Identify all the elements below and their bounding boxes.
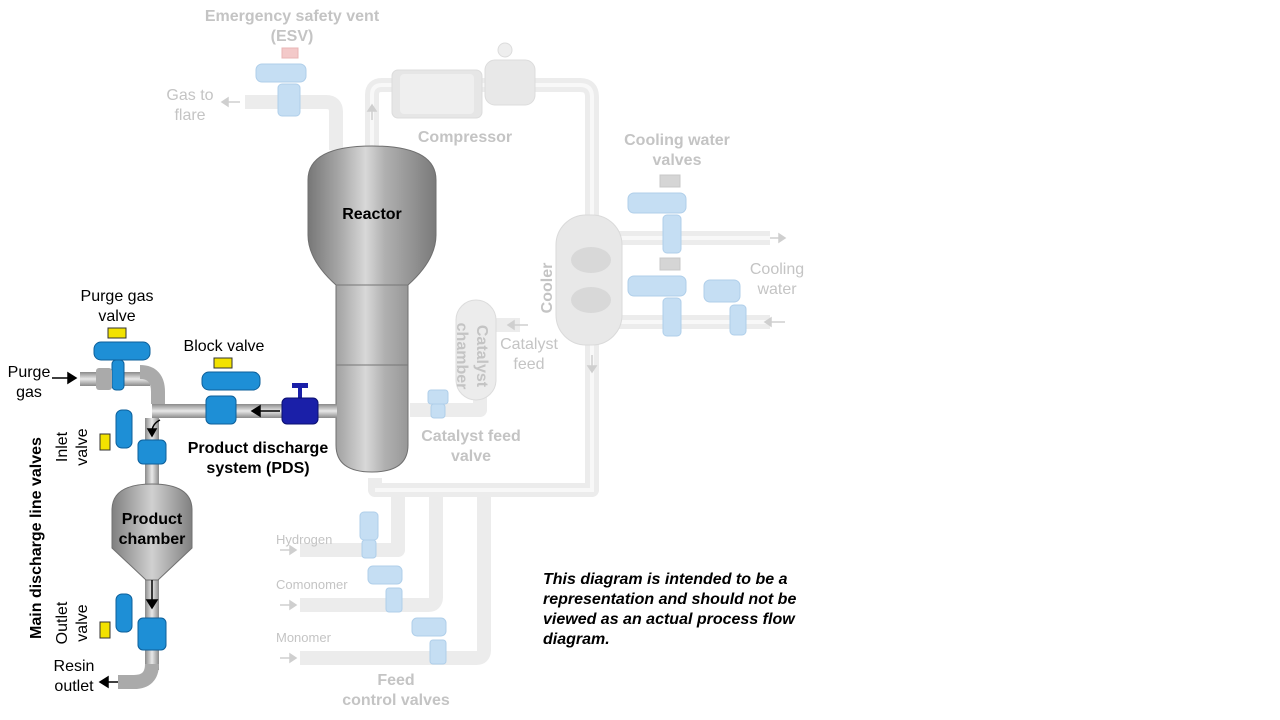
esv-label-line1: Emergency safety vent <box>204 8 380 25</box>
main-discharge-label: Main discharge line valves <box>28 437 45 639</box>
compressor <box>391 42 536 119</box>
comonomer-label: Comonomer <box>276 577 348 592</box>
faded-valves <box>255 47 747 665</box>
cooler-label: Cooler <box>539 262 556 314</box>
pds-line2: system (PDS) <box>206 460 310 477</box>
purge-gas-line2: gas <box>16 384 42 401</box>
pds-arrows <box>52 371 280 689</box>
purge-gas-valve <box>93 327 151 391</box>
reactor-block-valve <box>281 383 319 425</box>
cooling-water-valves-label: Cooling water valves <box>612 131 742 171</box>
purge-gas-valve-line1: Purge gas <box>80 288 154 305</box>
cooling-water-valves-line2: valves <box>652 152 702 169</box>
cooling-water-valves-line1: Cooling water <box>624 132 730 149</box>
catalyst-feed-valve-line1: Catalyst feed <box>421 428 521 445</box>
reactor-label: Reactor <box>342 206 402 223</box>
feed-control-line1: Feed <box>377 672 415 689</box>
block-valve-label: Block valve <box>183 338 265 355</box>
inlet-valve-line2: valve <box>74 428 91 466</box>
cooling-water-line1: Cooling <box>749 261 805 278</box>
product-chamber-line1: Product <box>121 511 183 528</box>
block-valve <box>201 357 261 425</box>
inlet-valve-line1: Inlet <box>54 431 71 463</box>
product-chamber <box>111 483 193 581</box>
inlet-valve <box>99 409 167 465</box>
catalyst-feed-line2: feed <box>513 356 545 373</box>
product-chamber-label: Product chamber <box>108 510 196 550</box>
catalyst-chamber <box>455 299 497 401</box>
pds-line1: Product discharge <box>187 440 329 457</box>
hydrogen-label: Hydrogen <box>276 532 333 547</box>
catalyst-feed-valve-label: Catalyst feed valve <box>410 427 532 467</box>
feed-control-line2: control valves <box>342 692 450 709</box>
esv-label: Emergency safety vent (ESV) <box>194 7 390 47</box>
gas-to-flare-label: Gas to flare <box>160 86 220 126</box>
reactor <box>307 145 437 473</box>
catalyst-chamber-line2: chamber <box>453 322 470 390</box>
outlet-valve-line1: Outlet <box>54 601 71 645</box>
product-chamber-line2: chamber <box>118 531 186 548</box>
outlet-valve-line2: valve <box>74 604 91 642</box>
cooling-water-label: Cooling water <box>742 260 812 300</box>
purge-gas-valve-label: Purge gas valve <box>70 287 164 327</box>
compressor-label: Compressor <box>417 129 513 146</box>
monomer-label: Monomer <box>276 630 331 645</box>
resin-outlet-line2: outlet <box>54 678 94 695</box>
catalyst-feed-valve-line2: valve <box>450 448 492 465</box>
disclaimer-note: This diagram is intended to be a represe… <box>543 571 797 648</box>
cooling-water-line2: water <box>757 281 797 298</box>
catalyst-feed-line1: Catalyst <box>500 336 558 353</box>
purge-gas-line1: Purge <box>7 364 51 381</box>
gas-to-flare-line1: Gas to <box>166 87 214 104</box>
resin-outlet-line1: Resin <box>53 658 95 675</box>
purge-gas-label: Purge gas <box>0 363 58 403</box>
catalyst-feed-label: Catalyst feed <box>494 335 564 375</box>
resin-outlet-label: Resin outlet <box>44 657 104 697</box>
pds-label: Product discharge system (PDS) <box>170 439 346 479</box>
catalyst-chamber-line1: Catalyst <box>473 324 490 388</box>
outlet-valve <box>99 593 167 651</box>
feed-control-valves-label: Feed control valves <box>330 671 462 711</box>
faded-arrows <box>220 96 787 664</box>
cooler <box>555 214 623 346</box>
esv-label-line2: (ESV) <box>270 28 314 45</box>
purge-gas-valve-line2: valve <box>98 308 136 325</box>
gas-to-flare-line2: flare <box>174 107 206 124</box>
